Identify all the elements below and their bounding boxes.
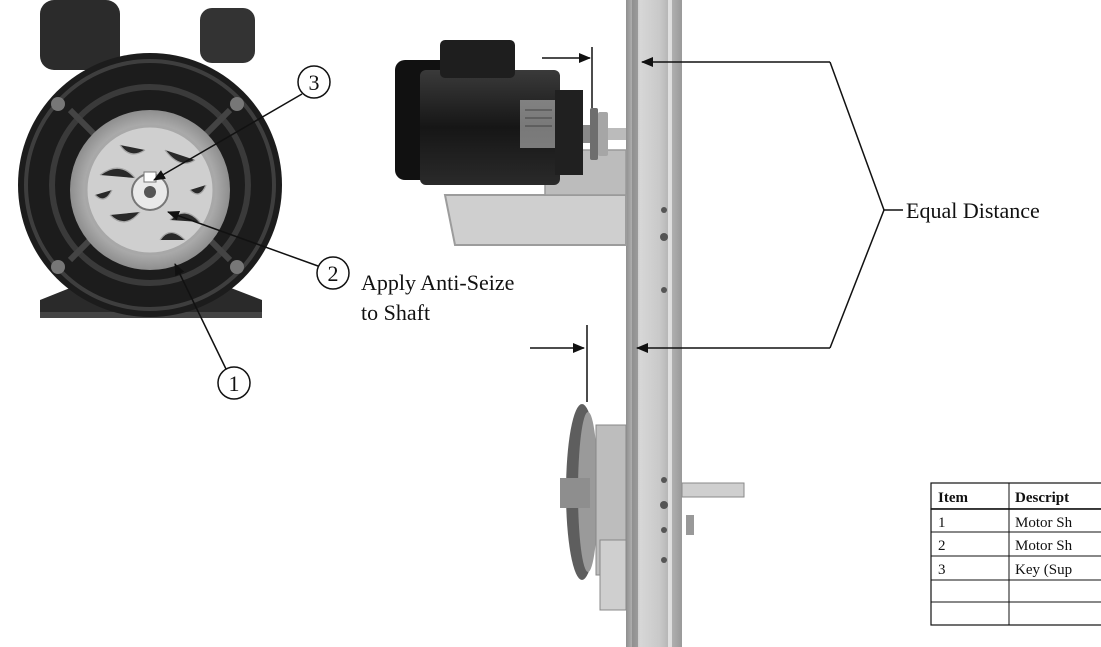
svg-text:Motor Sh: Motor Sh	[1015, 538, 1073, 554]
svg-text:3: 3	[309, 70, 320, 95]
svg-text:1: 1	[229, 371, 240, 396]
parts-table: Item Descript 1 Motor Sh 2 Motor Sh 3 Ke…	[930, 482, 1101, 626]
svg-text:to Shaft: to Shaft	[361, 300, 430, 325]
motor-front-photo	[18, 0, 282, 318]
svg-text:Motor Sh: Motor Sh	[1015, 515, 1073, 531]
table-row: 1 Motor Sh	[938, 515, 1073, 531]
equal-distance-label: Equal Distance	[906, 198, 1040, 223]
svg-text:2: 2	[328, 261, 339, 286]
measurement-marks	[530, 47, 593, 402]
table-header-description: Descript	[1015, 490, 1069, 506]
svg-text:3: 3	[938, 562, 946, 578]
svg-text:Apply Anti-Seize: Apply Anti-Seize	[361, 270, 514, 295]
table-header-item: Item	[938, 490, 968, 506]
frame-side-photo	[395, 0, 745, 647]
table-row: 2 Motor Sh	[931, 531, 1101, 554]
leader-arrows	[153, 93, 319, 370]
equal-distance-bracket	[636, 57, 903, 353]
callout-3: 3	[297, 65, 331, 99]
table-row: 3 Key (Sup	[931, 555, 1101, 578]
anti-seize-note: Apply Anti-Seize to Shaft	[361, 270, 514, 325]
callout-2: 2	[316, 256, 350, 290]
svg-text:Key (Sup: Key (Sup	[1015, 562, 1072, 578]
svg-text:1: 1	[938, 515, 946, 531]
svg-text:2: 2	[938, 538, 946, 554]
callout-1: 1	[217, 366, 251, 400]
